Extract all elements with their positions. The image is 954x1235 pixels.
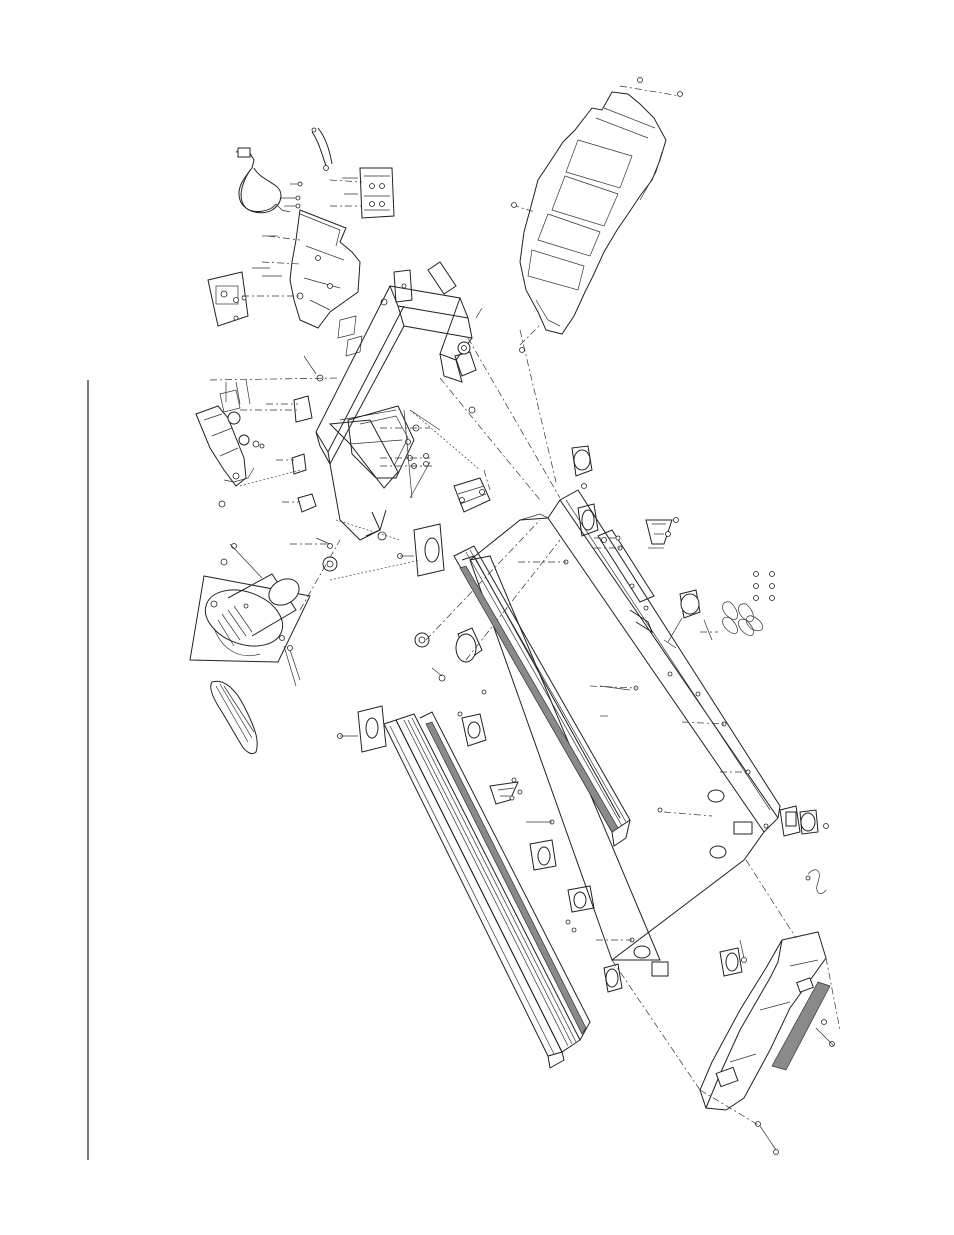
controller-board: [208, 272, 300, 326]
power-cord: [236, 148, 290, 213]
rear-endcap: [700, 932, 840, 1155]
motor-bracket: [262, 210, 360, 328]
incline-bracket: [348, 406, 440, 498]
side-rail-lower: [384, 712, 590, 1068]
drive-motor: [190, 540, 340, 686]
side-bracket: [646, 518, 679, 549]
rail-bracket: [338, 690, 623, 992]
rear-foot: [664, 590, 718, 648]
wire-harness: [312, 128, 332, 171]
incline-motor: [196, 378, 340, 507]
hardware-fasteners: [304, 299, 387, 381]
side-rail-upper: [454, 546, 630, 846]
roller-guard-front: [398, 524, 445, 576]
pivot-bracket: [454, 470, 490, 512]
front-foot-right: [572, 446, 607, 543]
hardware-fasteners: [252, 182, 302, 276]
motor-hood: [512, 78, 683, 353]
hardware-fasteners: [723, 572, 775, 636]
walking-deck: [470, 500, 778, 976]
upper-motor-mount: [330, 168, 394, 218]
drive-belt: [211, 681, 258, 753]
